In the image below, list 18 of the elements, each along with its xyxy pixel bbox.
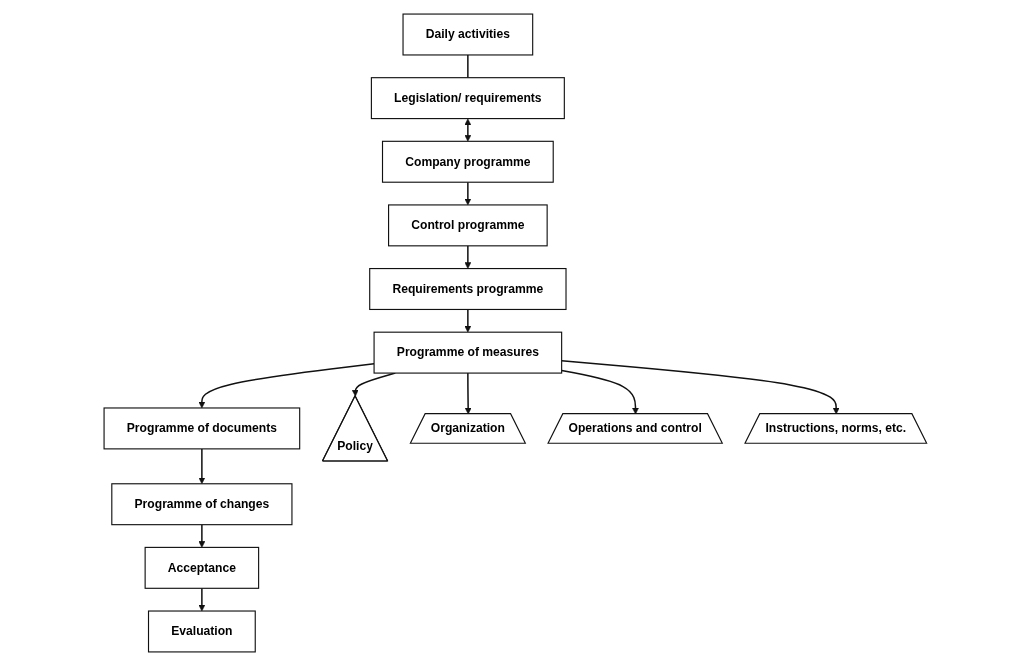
arrow [198,448,205,485]
connector [466,54,469,79]
node-box: Acceptance [144,546,259,589]
node-box: Legislation/ requirements [370,77,565,120]
node-box: Company programme [381,140,554,183]
arrow [464,118,471,142]
node-box: Requirements programme [368,268,567,311]
node-box: Evaluation [147,610,256,653]
arrow [464,308,471,333]
arrow [464,181,471,206]
arrow [198,523,205,548]
node-box: Programme of changes [110,483,293,526]
node-box: Daily activities [402,13,533,56]
arrow [198,587,205,612]
node-box: Control programme [387,204,548,247]
node-box: Programme of measures [373,331,562,374]
arrow [464,245,471,269]
node-box: Programme of documents [103,407,300,450]
